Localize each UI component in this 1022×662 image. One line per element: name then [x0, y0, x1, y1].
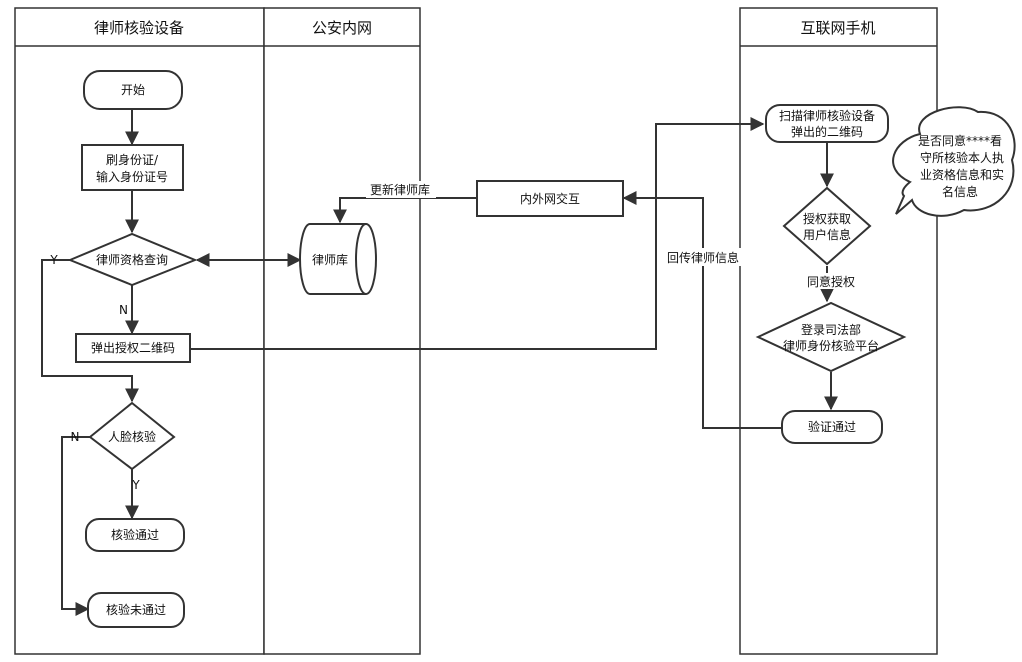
lane-title-police-intranet: 公安内网 [312, 19, 372, 37]
svg-text:人脸核验: 人脸核验 [108, 429, 156, 444]
svg-text:守所核验本人执: 守所核验本人执 [920, 150, 1004, 165]
svg-text:刷身份证/: 刷身份证/ [106, 152, 159, 167]
svg-text:扫描律师核验设备: 扫描律师核验设备 [779, 108, 875, 123]
return-info-label-bg [660, 248, 746, 266]
node-scan-qr: 扫描律师核验设备 弹出的二维码 [765, 104, 889, 143]
svg-text:输入身份证号: 输入身份证号 [96, 169, 168, 184]
node-start: 开始 [83, 70, 183, 110]
lane-title-internet-phone: 互联网手机 [800, 19, 875, 37]
svg-text:授权获取: 授权获取 [803, 211, 851, 226]
svg-text:律师身份核验平台: 律师身份核验平台 [783, 338, 879, 353]
node-inner-outer: 内外网交互 [476, 180, 624, 217]
node-lawyer-db: 律师库 [299, 223, 377, 295]
lane-police-intranet: 公安内网 [263, 7, 421, 655]
label-no-1: N [119, 303, 128, 317]
label-update-db: 更新律师库 [370, 182, 430, 197]
svg-text:核验通过: 核验通过 [111, 527, 159, 542]
node-auth-get: 授权获取 用户信息 [782, 186, 872, 266]
svg-text:律师库: 律师库 [312, 252, 348, 267]
label-yes-2: Y [131, 478, 140, 492]
svg-text:核验未通过: 核验未通过 [106, 602, 166, 617]
node-login-platform: 登录司法部 律师身份核验平台 [755, 301, 907, 373]
svg-text:登录司法部: 登录司法部 [801, 322, 861, 337]
svg-text:用户信息: 用户信息 [803, 227, 851, 242]
svg-text:律师资格查询: 律师资格查询 [96, 252, 168, 267]
edge-face-no-to-fail [61, 436, 90, 616]
label-return-info: 回传律师信息 [667, 250, 739, 265]
node-lawyer-query: 律师资格查询 [67, 232, 198, 287]
svg-text:内外网交互: 内外网交互 [520, 191, 580, 206]
svg-text:验证通过: 验证通过 [808, 419, 856, 434]
svg-text:开始: 开始 [121, 83, 145, 97]
label-yes-1: Y [49, 253, 58, 267]
svg-text:业资格信息和实: 业资格信息和实 [920, 167, 1004, 182]
svg-text:是否同意****看: 是否同意****看 [918, 133, 1002, 148]
node-popup-qr: 弹出授权二维码 [75, 333, 191, 363]
node-face-verify: 人脸核验 [88, 401, 176, 471]
node-verify-pass: 核验通过 [85, 518, 185, 552]
edge-qr-to-scan [190, 117, 765, 350]
callout-bubble: 是否同意****看 守所核验本人执 业资格信息和实 名信息 [892, 106, 1016, 217]
svg-text:名信息: 名信息 [942, 184, 978, 199]
lane-title-lawyer-device: 律师核验设备 [94, 19, 184, 37]
edge-verified-to-inner-outer [622, 191, 782, 429]
node-verified: 验证通过 [781, 410, 883, 444]
node-swipe-id: 刷身份证/ 输入身份证号 [81, 144, 184, 191]
edge-query-yes-to-face [41, 259, 139, 403]
update-db-label-bg [366, 181, 436, 198]
svg-text:弹出的二维码: 弹出的二维码 [791, 124, 863, 139]
label-agree-auth: 同意授权 [807, 274, 855, 289]
node-verify-fail: 核验未通过 [87, 592, 185, 628]
svg-text:弹出授权二维码: 弹出授权二维码 [91, 340, 175, 355]
agree-auth-label-bg [803, 273, 859, 289]
label-no-2: N [71, 430, 80, 444]
